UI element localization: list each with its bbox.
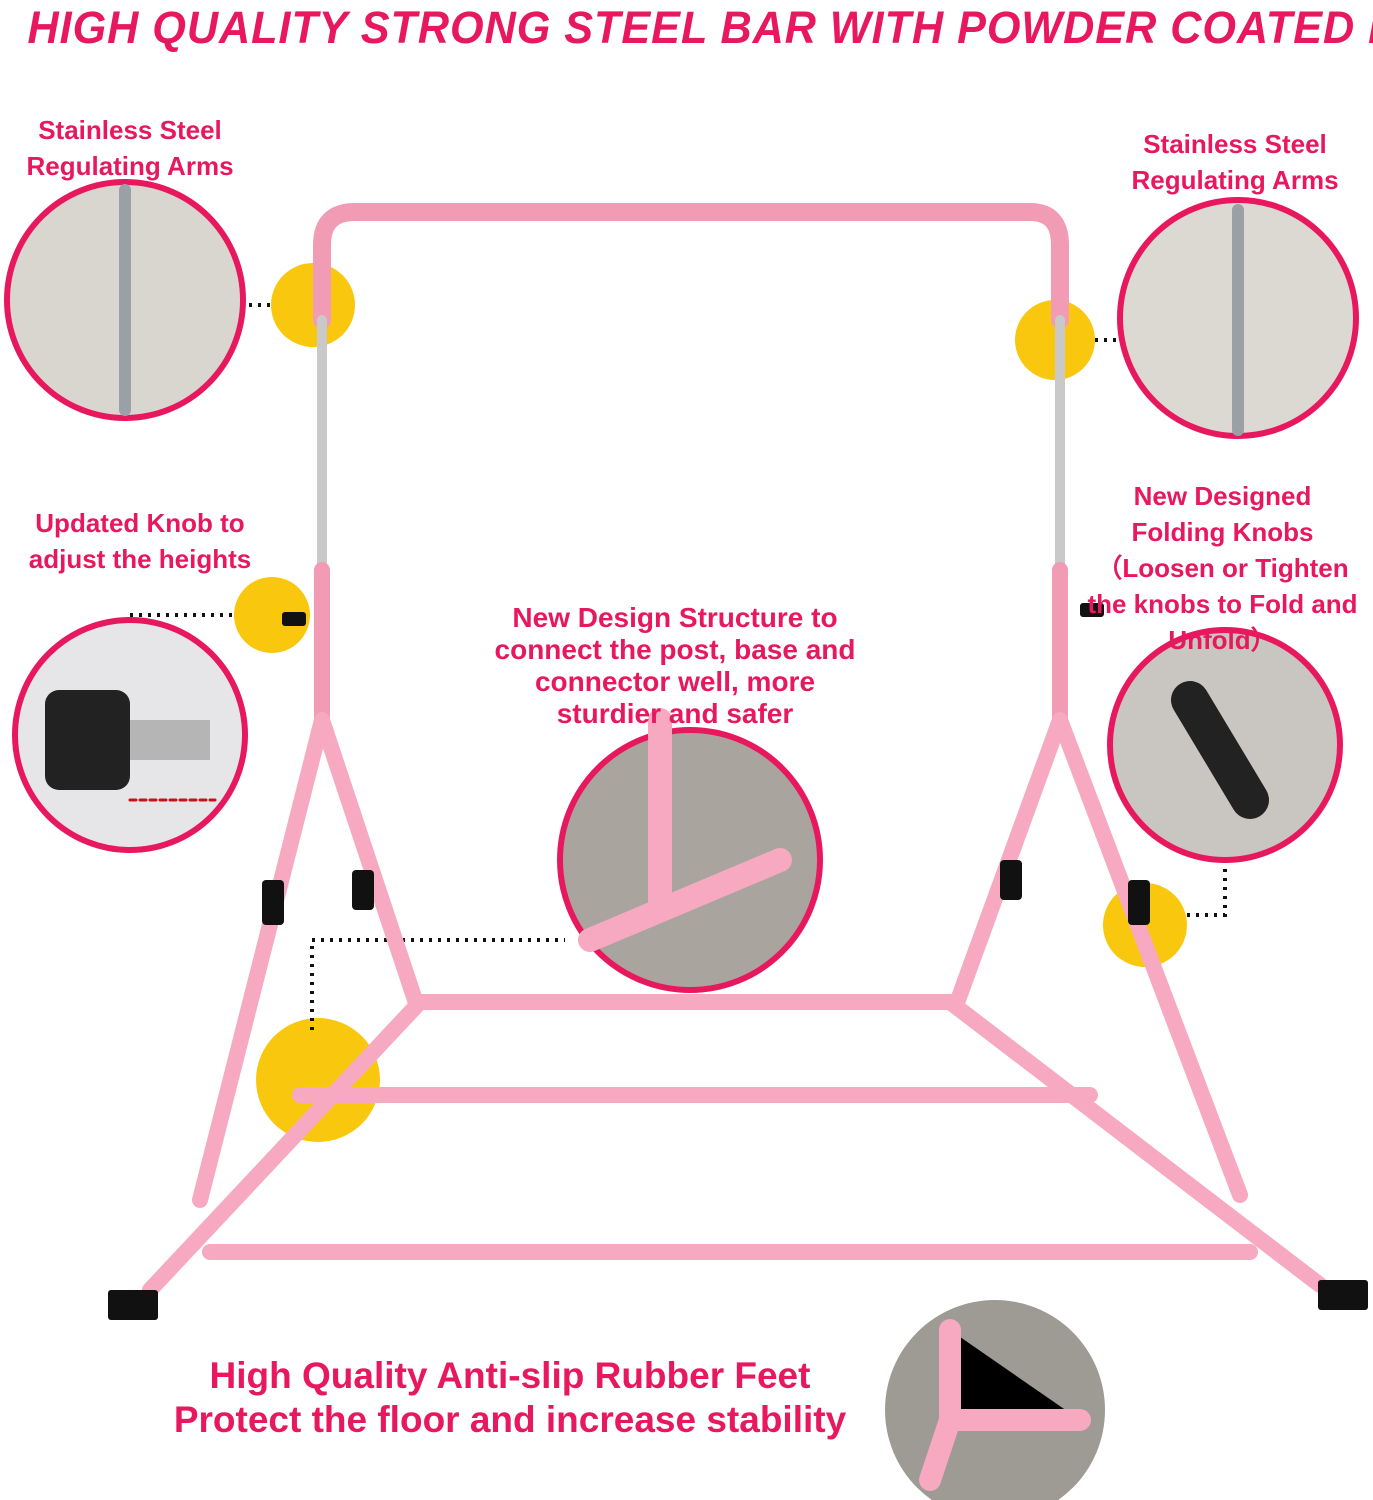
callout-text: the knobs to Fold and [1087,589,1358,619]
callout-text: New Design Structure to [512,602,838,633]
detail-circles [4,179,1359,1500]
callout-text: Stainless Steel [1143,129,1327,159]
callout-text: （Loosen or Tighten [1096,553,1349,583]
callout-text: Regulating Arms [26,151,234,181]
callout-arms-right: Stainless Steel Regulating Arms [1115,126,1355,198]
callout-arms-left: Stainless Steel Regulating Arms [10,112,250,184]
callout-text: connector well, more [534,666,816,697]
callout-folding-knobs: New Designed Folding Knobs （Loosen or Ti… [1075,478,1370,658]
callout-text: Folding Knobs [1131,517,1314,547]
callout-text: Unfold） [1168,625,1277,655]
callout-text: Updated Knob to [35,508,245,538]
leader-lines [126,303,1227,1030]
height-knob-left [282,612,306,626]
callout-text: High Quality Anti-slip Rubber Feet [209,1355,811,1396]
callout-structure: New Design Structure to connect the post… [470,602,880,730]
height-knob-right [1080,603,1104,617]
callout-text: Regulating Arms [1131,165,1339,195]
highlight-dot [234,577,310,653]
callout-text: sturdier and safer [556,698,794,729]
callout-text: New Designed [1133,481,1312,511]
callout-text: Stainless Steel [38,115,222,145]
callout-rubber-feet: High Quality Anti-slip Rubber Feet Prote… [150,1354,870,1442]
callout-knob: Updated Knob to adjust the heights [15,505,265,577]
callout-text: Protect the floor and increase stability [173,1399,847,1440]
rubber-foot-left [108,1290,158,1320]
callout-text: connect the post, base and [494,634,856,665]
callout-text: adjust the heights [28,544,252,574]
highlight-dot [256,1018,380,1142]
gym-bar-frame [108,203,1368,1320]
folding-knob-right [1128,880,1150,925]
folding-knob-left [262,880,284,925]
rubber-foot-right [1318,1280,1368,1310]
headline: HIGH QUALITY STRONG STEEL BAR WITH POWDE… [27,2,1373,53]
